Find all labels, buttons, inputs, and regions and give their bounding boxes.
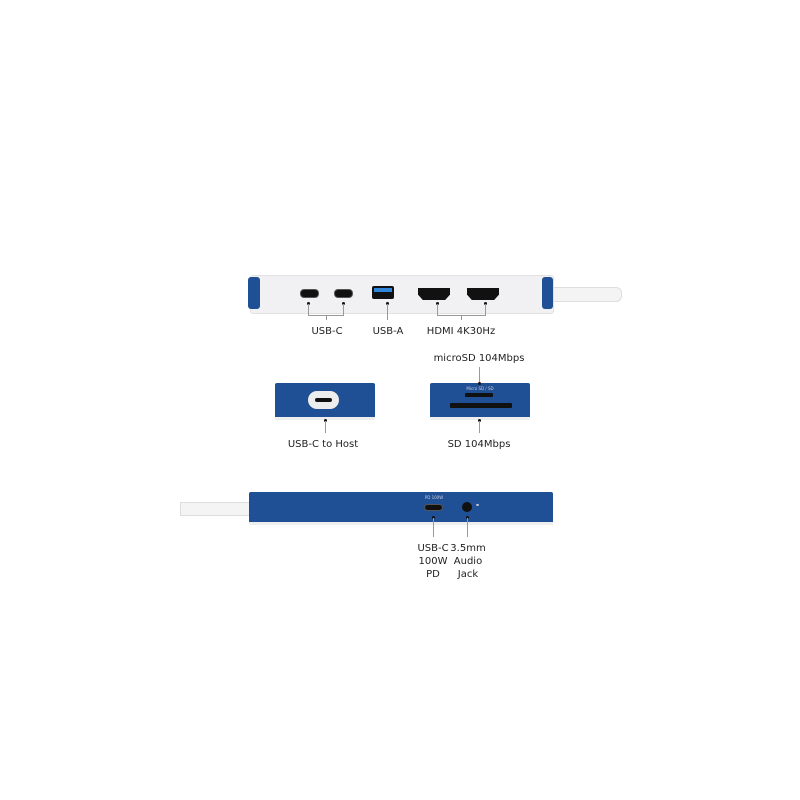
leader-dot — [478, 382, 481, 385]
side-cable — [180, 502, 254, 516]
end-cap-left — [248, 277, 260, 309]
hdmi-port-1 — [418, 288, 450, 300]
leader-dot — [466, 516, 469, 519]
leader-dot — [307, 302, 310, 305]
leader-line — [479, 367, 480, 382]
sd-slot — [450, 403, 512, 408]
label-line: USB-C — [417, 543, 449, 554]
headphone-icon: ⚭ — [475, 502, 481, 509]
label-line: Jack — [457, 569, 479, 580]
label-usb-a: USB-A — [372, 326, 404, 337]
leader-dot — [484, 302, 487, 305]
leader-line — [485, 304, 486, 315]
audio-jack — [462, 502, 472, 512]
slot-marking: Micro SD / SD — [466, 386, 494, 391]
leader-dot — [432, 516, 435, 519]
label-line: 100W — [418, 556, 448, 567]
label-line: Audio — [453, 556, 483, 567]
label-hdmi: HDMI 4K30Hz — [426, 326, 496, 337]
hdmi-port-2 — [467, 288, 499, 300]
leader-dot — [436, 302, 439, 305]
label-line: PD — [426, 569, 440, 580]
leader-dot — [342, 302, 345, 305]
side-hub-body — [249, 492, 553, 525]
leader-line — [461, 315, 462, 320]
top-hub-body — [250, 275, 554, 314]
leader-dot — [386, 302, 389, 305]
top-hub-cable — [550, 287, 622, 302]
leader-dot — [478, 419, 481, 422]
label-usb-c-pd: USB-C 100W PD — [417, 542, 448, 581]
microsd-slot — [465, 393, 493, 397]
end-cap-right — [542, 277, 553, 309]
usb-c-port-1 — [300, 289, 319, 298]
label-sd: SD 104Mbps — [447, 439, 511, 450]
usb-a-port — [372, 286, 394, 299]
leader-line — [343, 304, 344, 315]
leader-line — [308, 304, 309, 315]
label-audio-jack: 3.5mm Audio Jack — [450, 542, 485, 581]
leader-line — [437, 304, 438, 315]
label-usb-c-host: USB-C to Host — [287, 439, 359, 450]
leader-line — [325, 421, 326, 433]
leader-line — [467, 518, 468, 537]
host-usb-c-port — [308, 391, 339, 409]
leader-line — [387, 304, 388, 320]
label-usb-c: USB-C — [311, 326, 343, 337]
usb-c-port-2 — [334, 289, 353, 298]
label-line: 3.5mm — [450, 543, 486, 554]
label-microsd: microSD 104Mbps — [433, 353, 525, 364]
leader-line — [326, 315, 327, 320]
leader-line — [479, 421, 480, 433]
usb-c-pd-port — [424, 504, 443, 511]
pd-marking: PD 100W — [424, 495, 444, 500]
leader-dot — [324, 419, 327, 422]
leader-line — [433, 518, 434, 537]
card-reader-end-view — [430, 383, 530, 420]
